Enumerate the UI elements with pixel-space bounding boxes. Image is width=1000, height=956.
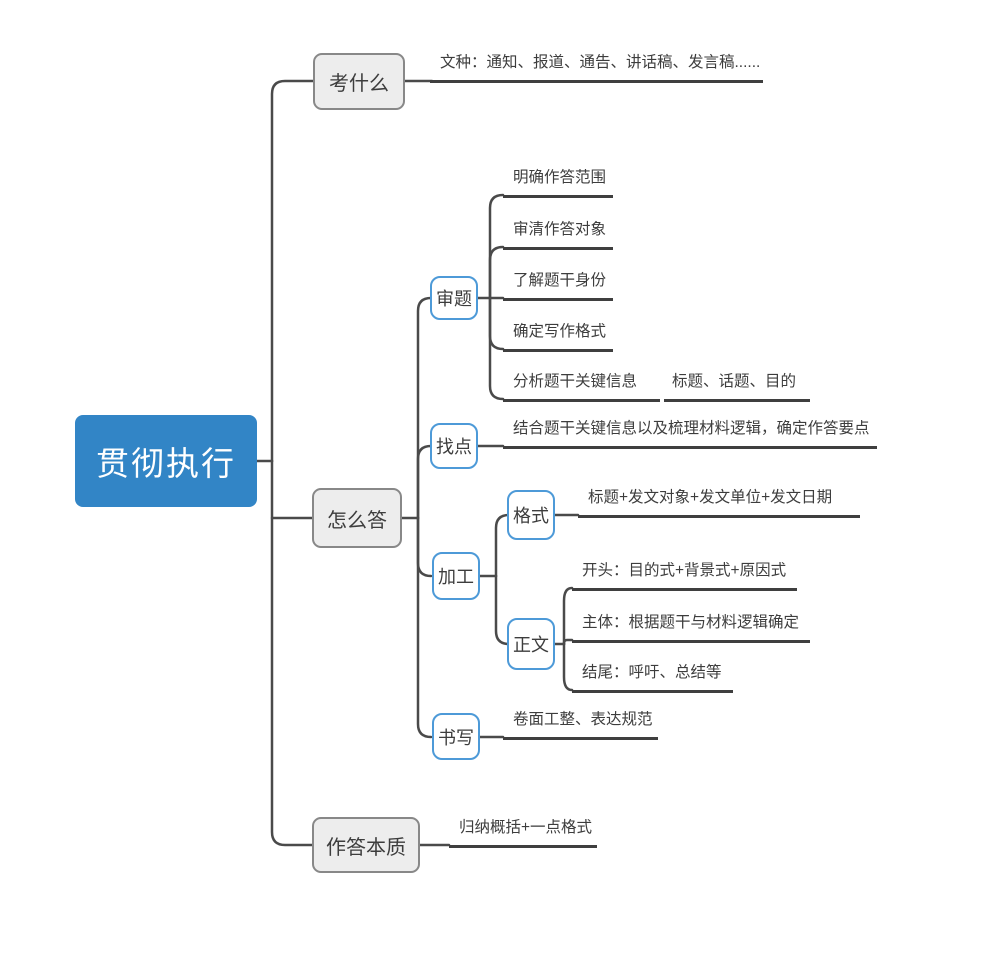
- leaf-topic-shenti-5-sub[interactable]: 标题、话题、目的: [664, 371, 810, 402]
- leaf-label: 结合题干关键信息以及梳理材料逻辑，确定作答要点: [513, 420, 870, 437]
- subnode-label: 加工: [438, 567, 474, 587]
- leaf-label: 归纳概括+一点格式: [459, 819, 593, 836]
- connector-zenme-shenti: [416, 296, 433, 520]
- subnode-zhaodian[interactable]: 找点: [430, 423, 478, 469]
- leaf-topic-zhengwen-1[interactable]: 开头：目的式+背景式+原因式: [572, 560, 797, 591]
- subnode-label: 格式: [513, 506, 549, 526]
- connector-zenme-jiagong: [416, 516, 433, 578]
- leaf-topic-shuxie[interactable]: 卷面工整、表达规范: [503, 709, 658, 740]
- leaf-label: 分析题干关键信息: [513, 373, 638, 390]
- leaf-label: 标题、话题、目的: [672, 373, 797, 390]
- branch-node-label: 作答本质: [326, 836, 406, 859]
- leaf-topic-wenzhong[interactable]: 文种：通知、报道、通告、讲话稿、发言稿......: [430, 52, 763, 83]
- leaf-label: 标题+发文对象+发文单位+发文日期: [588, 489, 833, 506]
- connector-zhengwen-c2: [562, 638, 574, 646]
- connector-zenme-zhaodian: [416, 444, 433, 520]
- leaf-topic-shenti-1[interactable]: 明确作答范围: [503, 167, 613, 198]
- subnode-label: 书写: [438, 727, 474, 748]
- leaf-label: 结尾：呼吁、总结等: [582, 664, 722, 681]
- leaf-label: 明确作答范围: [513, 169, 607, 186]
- connector-trunk-top: [270, 79, 315, 463]
- leaf-topic-shenti-5[interactable]: 分析题干关键信息: [503, 371, 660, 402]
- connector-trunk-bottom: [270, 459, 314, 847]
- leaf-topic-shenti-2[interactable]: 审清作答对象: [503, 219, 613, 250]
- leaf-label: 主体：根据题干与材料逻辑确定: [582, 614, 800, 631]
- subnode-zhengwen[interactable]: 正文: [507, 618, 555, 670]
- connector-shenti-c2: [488, 245, 505, 300]
- subnode-shenti[interactable]: 审题: [430, 276, 478, 320]
- subnode-shuxie[interactable]: 书写: [432, 713, 480, 760]
- leaf-topic-geshi[interactable]: 标题+发文对象+发文单位+发文日期: [578, 487, 860, 518]
- branch-node-zuodabenzhi[interactable]: 作答本质: [312, 817, 420, 873]
- subnode-label: 审题: [436, 289, 472, 309]
- subnode-geshi[interactable]: 格式: [507, 490, 555, 540]
- root-node-label: 贯彻执行: [96, 445, 236, 482]
- leaf-label: 卷面工整、表达规范: [513, 711, 653, 728]
- leaf-topic-zhaodian[interactable]: 结合题干关键信息以及梳理材料逻辑，确定作答要点: [503, 418, 877, 449]
- leaf-topic-benzhi[interactable]: 归纳概括+一点格式: [449, 817, 597, 848]
- subnode-label: 正文: [513, 635, 549, 655]
- connector-zhengwen-c1: [562, 586, 574, 646]
- connector-jiagong-zhengwen: [494, 574, 511, 646]
- leaf-label: 开头：目的式+背景式+原因式: [582, 562, 787, 579]
- subnode-label: 找点: [436, 437, 472, 457]
- connector-shenti-c5: [488, 296, 505, 401]
- leaf-topic-shenti-4[interactable]: 确定写作格式: [503, 321, 613, 352]
- leaf-label: 了解题干身份: [513, 272, 607, 289]
- connector-shenti-c4: [488, 296, 505, 351]
- leaf-label: 审清作答对象: [513, 221, 607, 238]
- leaf-label: 文种：通知、报道、通告、讲话稿、发言稿......: [440, 54, 761, 71]
- leaf-topic-shenti-3[interactable]: 了解题干身份: [503, 270, 613, 301]
- branch-node-kaoshenme[interactable]: 考什么: [313, 53, 405, 110]
- subnode-jiagong[interactable]: 加工: [432, 552, 480, 600]
- connector-zhengwen-c3: [562, 642, 574, 692]
- branch-node-label: 怎么答: [327, 509, 387, 532]
- leaf-label: 确定写作格式: [513, 323, 607, 340]
- leaf-topic-zhengwen-3[interactable]: 结尾：呼吁、总结等: [572, 662, 733, 693]
- root-node-guanchezhixing[interactable]: 贯彻执行: [75, 415, 257, 507]
- branch-node-label: 考什么: [329, 73, 389, 95]
- leaf-topic-zhengwen-2[interactable]: 主体：根据题干与材料逻辑确定: [572, 612, 810, 643]
- connector-shenti-c1: [488, 193, 505, 300]
- connector-jiagong-geshi: [494, 513, 511, 578]
- connector-zenme-shuxie: [416, 516, 433, 739]
- branch-node-zenmeda[interactable]: 怎么答: [312, 488, 402, 548]
